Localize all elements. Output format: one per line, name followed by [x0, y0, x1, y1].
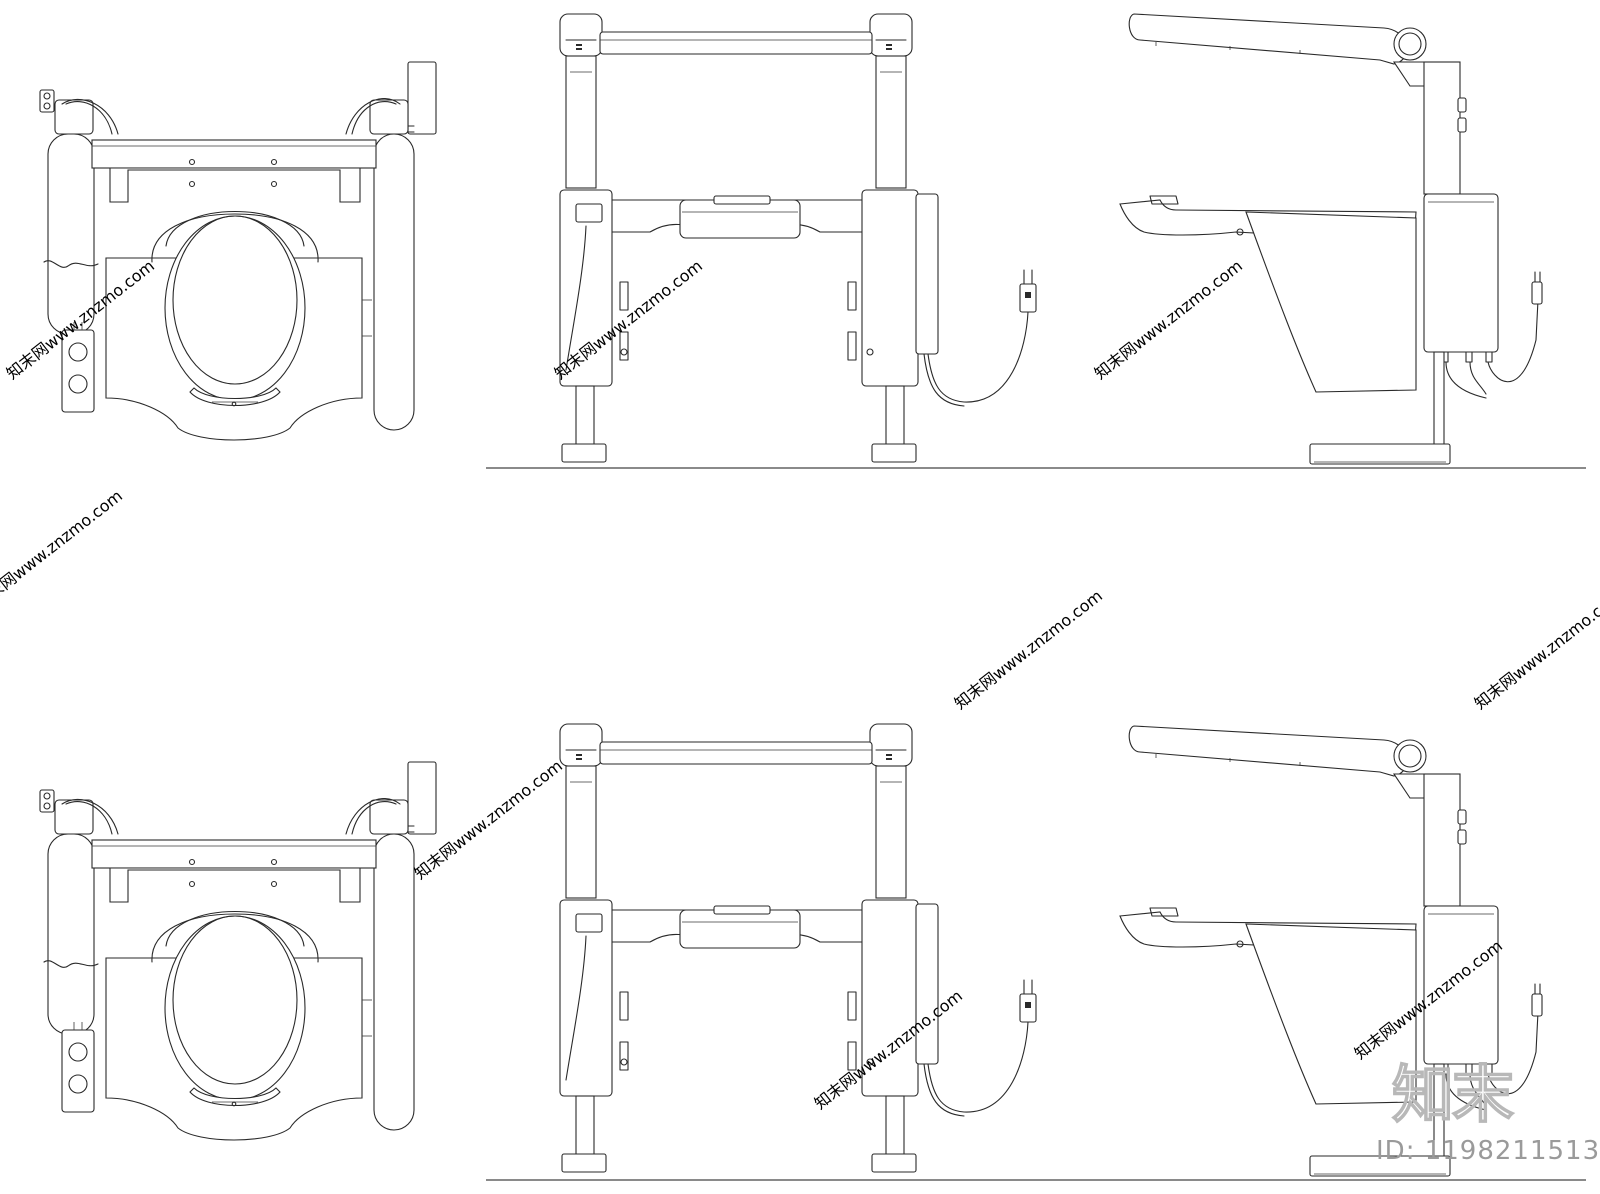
front-elevation-bottom — [559, 723, 1037, 1173]
plan-view-bottom — [39, 761, 437, 1141]
front-elevation-top — [559, 13, 1037, 463]
drawing-id-label: ID: 1198211513 — [1376, 1136, 1600, 1166]
plan-view-top — [39, 61, 437, 441]
watermark-logo: 知末 — [1391, 1058, 1515, 1131]
side-elevation-top — [1119, 13, 1543, 465]
